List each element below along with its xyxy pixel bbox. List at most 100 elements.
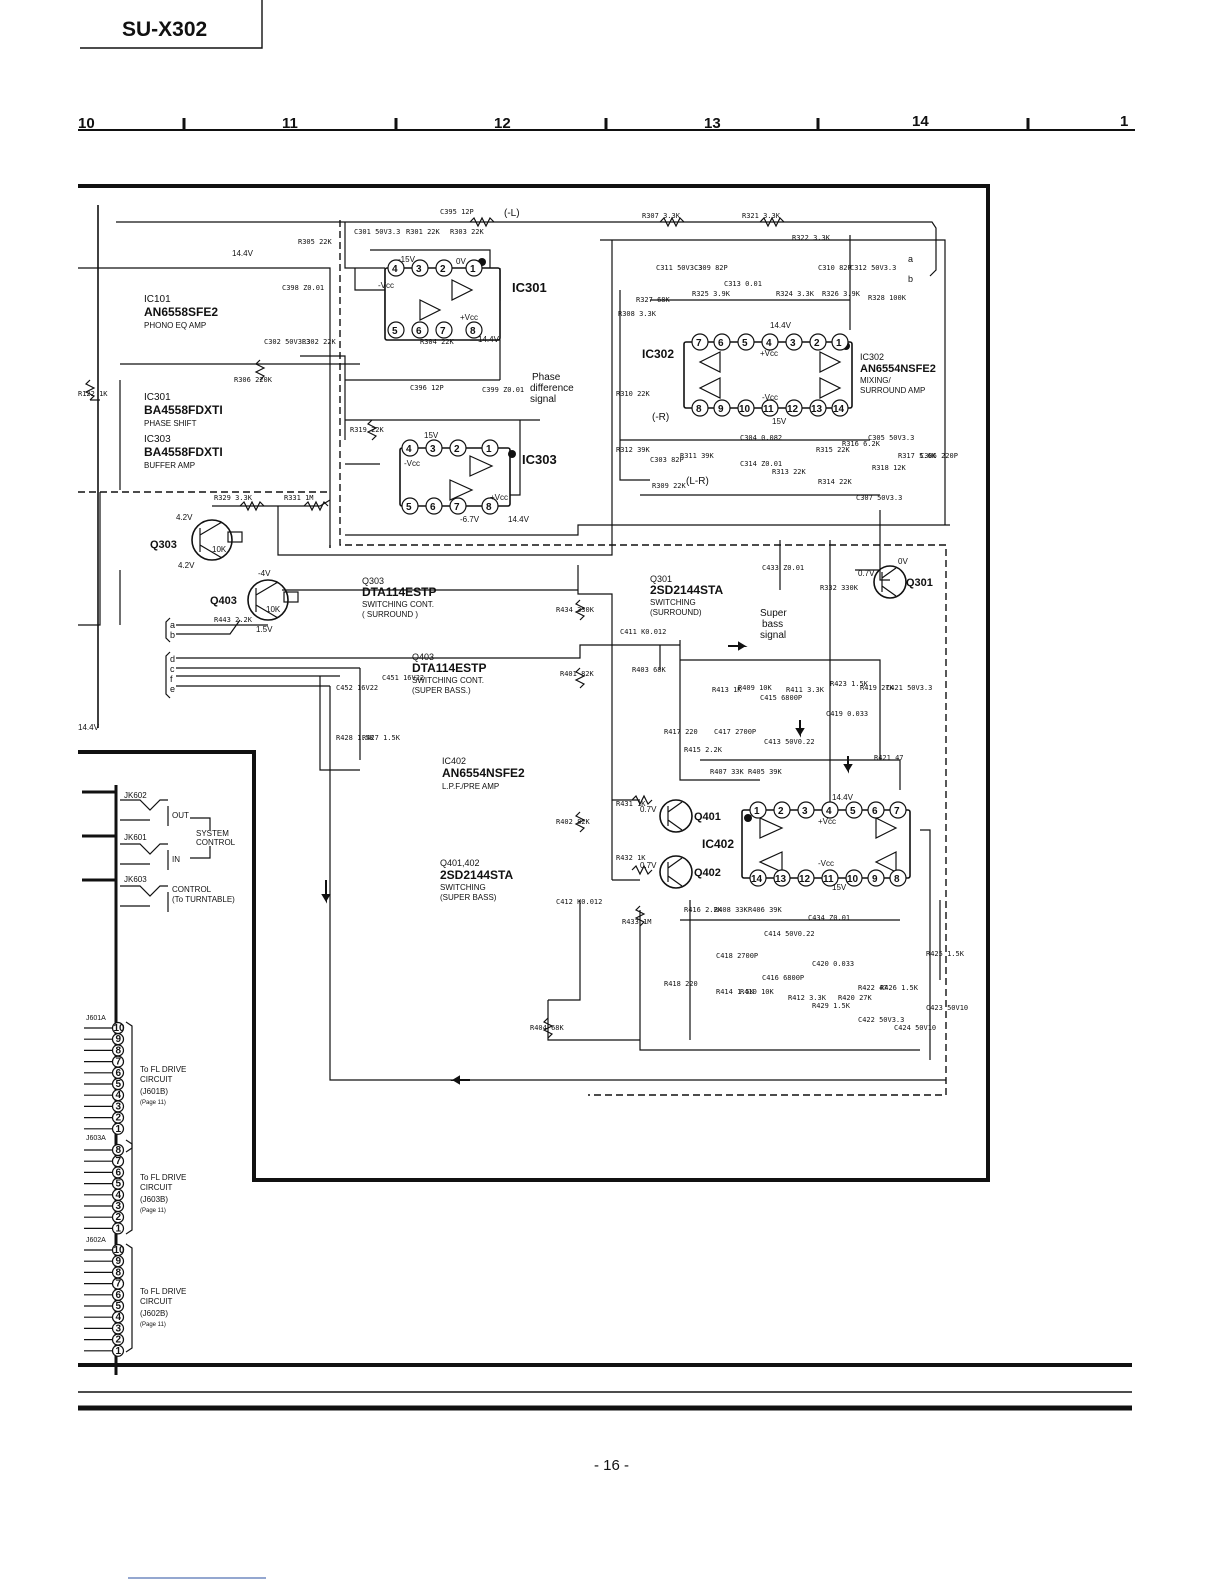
q301-function-2: (SURROUND) — [650, 608, 702, 617]
q301-label: Q301 — [906, 577, 933, 589]
svg-text:4: 4 — [826, 806, 832, 817]
control-label-1: CONTROL — [172, 885, 212, 894]
ic303-pins: 4 3 2 1 5 6 7 8 — [401, 439, 499, 515]
signal-labels: Phase difference signal Super bass signa… — [78, 208, 908, 892]
r310-label: R310 22K — [616, 390, 651, 398]
r318-label: R318 12K — [872, 464, 907, 472]
svg-text:5: 5 — [406, 502, 412, 513]
svg-text:3: 3 — [416, 264, 422, 275]
phase-diff-line3: signal — [530, 394, 556, 405]
fl1-line1: To FL DRIVE — [140, 1065, 186, 1074]
svg-text:10: 10 — [847, 874, 859, 885]
ic301-ref: IC301 — [144, 392, 171, 403]
r426-label: R426 1.5K — [880, 984, 919, 992]
ic302-tag: IC302 — [642, 347, 674, 361]
svg-text:10: 10 — [739, 404, 751, 415]
grid-number-12: 12 — [494, 115, 511, 132]
connector-pin — [111, 1344, 125, 1357]
q401-402-function-1: SWITCHING — [440, 883, 486, 892]
transistor-descriptions: Q303 DTA114ESTP SWITCHING CONT. ( SURROU… — [362, 574, 723, 902]
connector-pin-number: 6 — [116, 1068, 122, 1079]
ic402-pins: 1 2 3 4 5 6 7 14 13 12 11 10 9 8 — [749, 801, 907, 887]
r315-label: R315 22K — [816, 446, 851, 454]
system-control-2: CONTROL — [196, 838, 236, 847]
r327-label: R327 68K — [636, 296, 671, 304]
c418-label: C418 2700P — [716, 952, 758, 960]
c452-label: C452 16V22 — [336, 684, 378, 692]
fl3-line1: To FL DRIVE — [140, 1287, 186, 1296]
r423-label: R423 1.5K — [830, 680, 869, 688]
connector-pin-number: 8 — [116, 1145, 122, 1156]
c419-label: C419 0.033 — [826, 710, 868, 718]
c420-label: C420 0.033 — [812, 960, 854, 968]
fl2-line4: (Page 11) — [140, 1208, 166, 1214]
ic303-minus-vcc: -Vcc — [404, 459, 420, 468]
grid-number-14: 14 — [912, 113, 929, 130]
svg-text:13: 13 — [811, 404, 823, 415]
ic402-chip: 1 2 3 4 5 6 7 14 13 12 11 10 9 8 IC402 — [702, 801, 911, 887]
connector-pin-number: 7 — [116, 1279, 122, 1290]
q301-ref: Q301 — [650, 574, 672, 584]
ic301-chip: 4 3 2 1 5 6 7 8 IC301 — [384, 258, 547, 341]
ic302-minus-vcc: -Vcc — [762, 393, 778, 402]
v-ic301-pin8: 14.4V — [478, 335, 500, 344]
connector-pin-number: 8 — [116, 1267, 122, 1278]
q301-function-1: SWITCHING — [650, 598, 696, 607]
r309-label: R309 22K — [652, 482, 687, 490]
svg-text:6: 6 — [416, 326, 422, 337]
j603a-label: J603A — [86, 1135, 106, 1142]
c415-label: C415 6800P — [760, 694, 802, 702]
r313-label: R313 22K — [772, 468, 807, 476]
svg-text:7: 7 — [894, 806, 900, 817]
connector-pin-number: 2 — [116, 1113, 122, 1124]
board-borders — [78, 184, 1132, 1411]
connector-pin-number: 1 — [116, 1124, 122, 1135]
r401-label: R401 82K — [560, 670, 595, 678]
c313-label: C313 0.01 — [724, 280, 762, 288]
fl3-line3: (J602B) — [140, 1309, 168, 1318]
r411-label: R411 3.3K — [786, 686, 825, 694]
svg-text:6: 6 — [872, 806, 878, 817]
phase-diff-line1: Phase — [532, 372, 561, 383]
r434-label: R434 330K — [556, 606, 595, 614]
c398-label: C398 Z0.01 — [282, 284, 324, 292]
jack-jk602: JK602 — [120, 791, 169, 826]
r420-label: R420 27K — [838, 994, 873, 1002]
r427-label: R427 1.5K — [362, 734, 401, 742]
ic303-ref: IC303 — [144, 434, 171, 445]
ic301-minus-vcc: -Vcc — [378, 281, 394, 290]
v-q303-1: 4.2V — [176, 513, 193, 522]
c395-label: C395 12P — [440, 208, 474, 216]
grid-number-11: 11 — [282, 115, 298, 132]
v-ic303-pin8: 14.4V — [508, 515, 530, 524]
q303-function-1: SWITCHING CONT. — [362, 600, 434, 609]
r429-label: R429 1.5K — [812, 1002, 851, 1010]
svg-text:7: 7 — [696, 338, 702, 349]
connector-pin-number: 7 — [116, 1057, 122, 1068]
q403-label: Q403 — [210, 595, 237, 607]
c417-label: C417 2700P — [714, 728, 756, 736]
c451-label: C451 16V22 — [382, 674, 424, 682]
resistor-symbols — [84, 216, 785, 1039]
jack-out-label: OUT — [172, 811, 189, 820]
ic302-part: AN6554NSFE2 — [860, 363, 936, 375]
q303-function-2: ( SURROUND ) — [362, 610, 418, 619]
jack-jk603: JK603 — [120, 875, 169, 912]
v-q301-base: 0.7V — [858, 569, 875, 578]
r312-label: R312 39K — [616, 446, 651, 454]
fl2-line2: CIRCUIT — [140, 1183, 173, 1192]
v-q402-base: 0.7V — [640, 861, 657, 870]
grid-number-13: 13 — [704, 115, 721, 132]
ic301-function: PHASE SHIFT — [144, 419, 197, 428]
svg-text:3: 3 — [790, 338, 796, 349]
svg-text:9: 9 — [872, 874, 878, 885]
r413-label: R413 1K — [712, 686, 742, 694]
svg-text:5: 5 — [392, 326, 398, 337]
grid-number-10: 10 — [78, 115, 95, 132]
fl1-line3: (J601B) — [140, 1087, 168, 1096]
jack-jk601: JK601 — [120, 833, 169, 870]
q303-part: DTA114ESTP — [362, 585, 436, 599]
